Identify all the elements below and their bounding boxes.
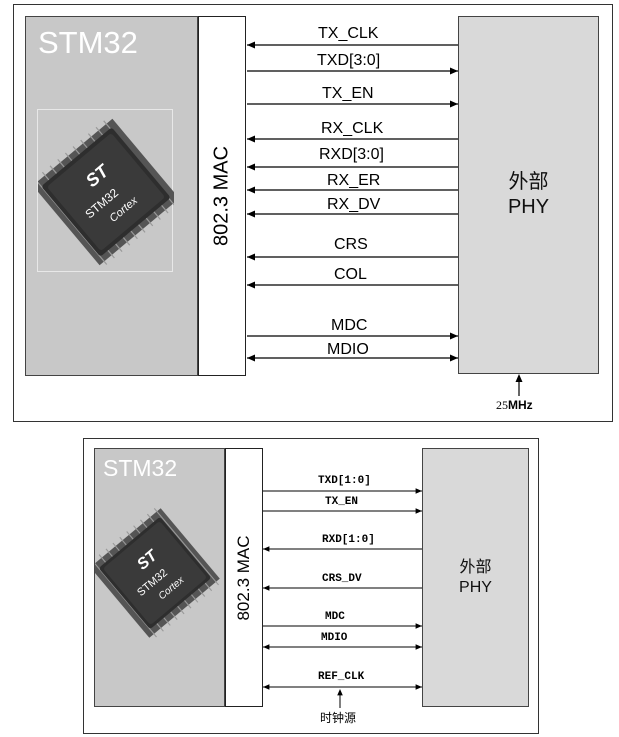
diagram2-signal-label: RXD[1:0]: [322, 534, 375, 546]
diagram2-signal-label: TXD[1:0]: [318, 475, 371, 487]
diagram1-signal-label: TX_CLK: [318, 25, 379, 42]
diagram1-arrowhead-left: [247, 135, 255, 143]
diagram1-arrowhead-left: [247, 253, 255, 261]
diagram1-phy-line1: 外部: [508, 171, 549, 193]
diagram1-arrowhead-left: [247, 186, 255, 194]
diagram2-phy-block: 外部 PHY: [422, 448, 529, 707]
diagram2-arrowhead-left: [263, 546, 270, 552]
diagram1-signal-label: RXD[3:0]: [319, 146, 384, 163]
diagram1-phy-line2: PHY: [507, 196, 550, 218]
diagram1-signal-label: MDIO: [327, 341, 369, 358]
diagram2-arrowhead-right: [415, 644, 422, 650]
diagram1-arrowhead-right: [450, 332, 458, 340]
diagram2-clock-arrowhead: [337, 689, 343, 696]
diagram1-clock-arrowhead: [515, 374, 523, 382]
diagram1-phy-label: 外部 PHY: [459, 170, 598, 220]
diagram1-signal-label: RX_DV: [327, 196, 381, 213]
diagram2-arrowhead-left: [263, 585, 270, 591]
diagram2-arrowhead-right: [415, 623, 422, 629]
diagram2-mac-block: 802.3 MAC: [225, 448, 263, 707]
diagram1-arrowhead-right: [450, 354, 458, 362]
diagram2-signal-label: TX_EN: [325, 496, 359, 508]
diagram1-chip-image: ST STM32 Cortex: [32, 118, 180, 266]
diagram1-arrowhead-left: [247, 281, 255, 289]
diagram1-clock-num: 25: [496, 398, 508, 412]
diagram1-stm32-title: STM32: [38, 25, 138, 60]
diagram2-signal-label: CRS_DV: [322, 573, 362, 585]
diagram2-stm32-block: STM32 ST STM32 Cortex: [94, 448, 225, 707]
diagram1-arrowhead-left: [247, 210, 255, 218]
diagram2-phy-label: 外部 PHY: [423, 558, 528, 598]
diagram2-clock-label: 时钟源: [320, 711, 357, 725]
diagram1-signal-label: CRS: [334, 236, 368, 253]
diagram1-arrowhead-right: [450, 67, 458, 75]
diagram1-signal-label: RX_CLK: [321, 120, 384, 137]
diagram1-clock-label: 25MHz: [496, 398, 533, 413]
diagram1-signal-label: TX_EN: [322, 85, 374, 102]
diagram2-arrowhead-left: [263, 684, 270, 690]
diagram1-signal-label: RX_ER: [327, 172, 381, 189]
diagram1-arrowhead-left: [247, 354, 255, 362]
diagram2-chip-image: ST STM32 Cortex: [95, 507, 220, 638]
diagram2-arrowhead-left: [263, 644, 270, 650]
diagram1-mac-block: 802.3 MAC: [198, 16, 246, 376]
diagram2-phy-line2: PHY: [459, 578, 492, 596]
diagram1-clock-unit: MHz: [508, 398, 533, 412]
diagram2-phy-line1: 外部: [459, 558, 492, 576]
diagram1-signal-label: TXD[3:0]: [317, 52, 381, 69]
diagram1-arrowhead-right: [450, 100, 458, 108]
diagram1-arrowhead-left: [247, 41, 255, 49]
diagram2-signal-label: MDIO: [321, 632, 348, 644]
diagram1-chip-frame: ST STM32 Cortex: [32, 109, 180, 272]
diagram1-phy-block: 外部 PHY: [458, 16, 599, 374]
diagram2-signal-label: MDC: [325, 611, 345, 623]
diagram2-arrowhead-right: [415, 488, 422, 494]
diagram2-arrowhead-right: [415, 684, 422, 690]
diagram2-stm32-title: STM32: [103, 455, 178, 481]
diagram1-arrowhead-left: [247, 163, 255, 171]
diagram1-signal-label: COL: [334, 266, 367, 283]
diagram2-arrowhead-right: [415, 508, 422, 514]
diagram1-signal-label: MDC: [331, 317, 368, 334]
diagram1-stm32-block: STM32 ST STM32 Cortex: [25, 16, 198, 376]
diagram2-signal-label: REF_CLK: [318, 671, 365, 683]
